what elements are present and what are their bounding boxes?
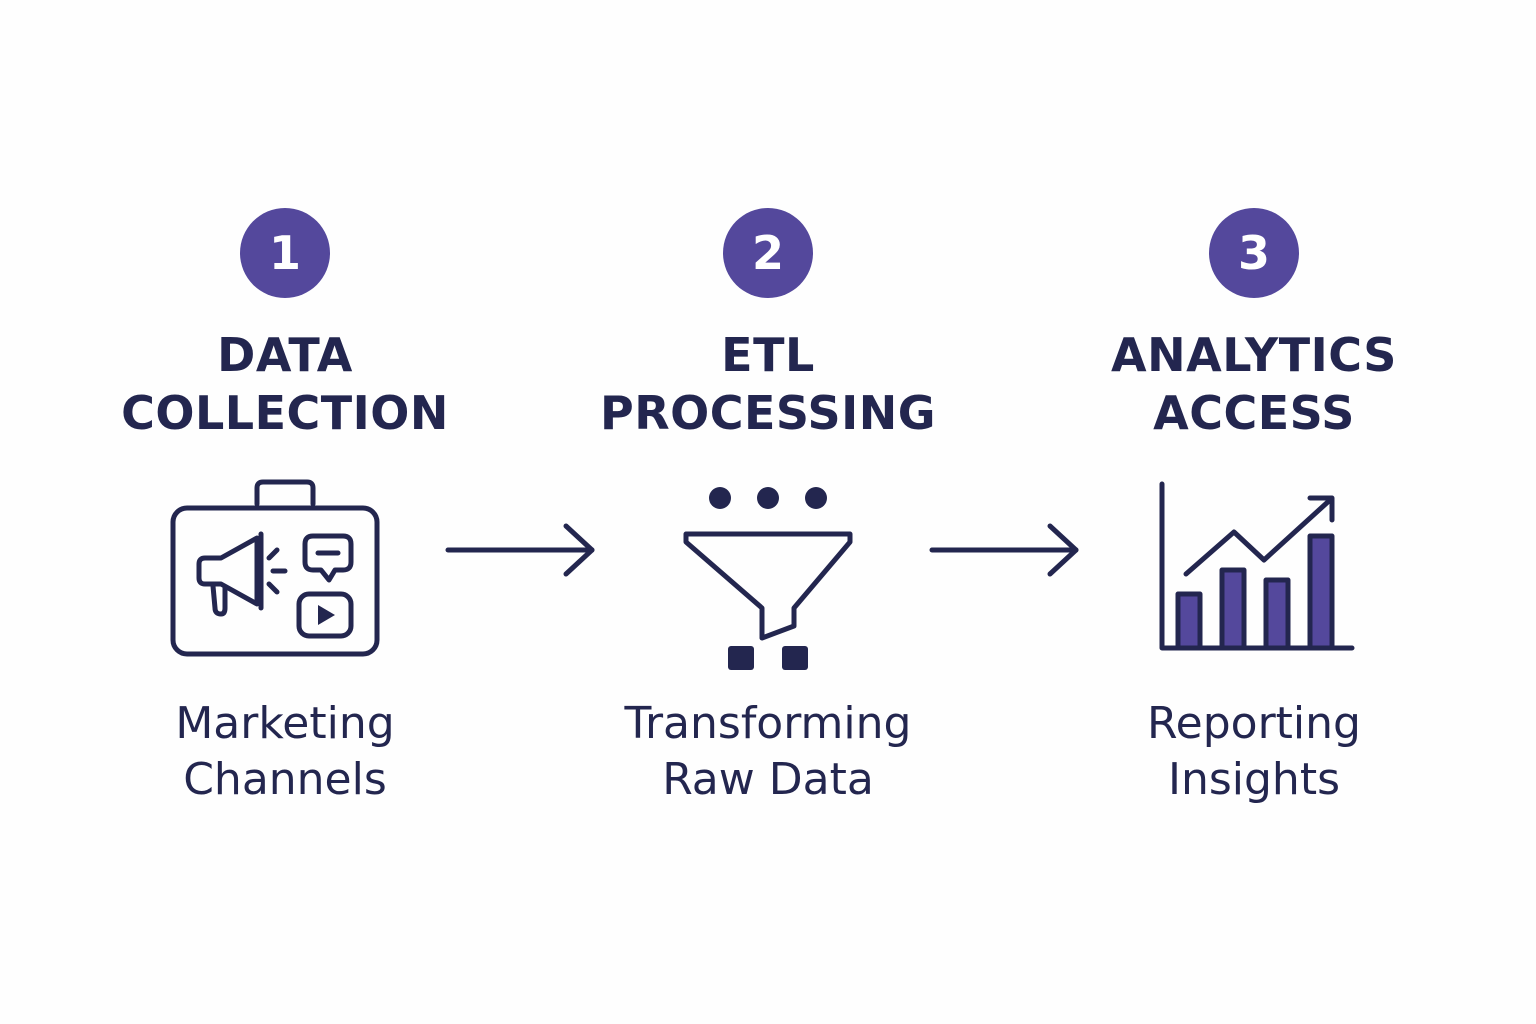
step-caption-line: Channels xyxy=(183,754,387,805)
briefcase-megaphone-icon xyxy=(170,479,380,657)
step-caption: Reporting Insights xyxy=(1147,696,1361,808)
step-caption: Marketing Channels xyxy=(175,696,394,808)
arrow-right-icon xyxy=(929,523,1079,577)
step-title-line: ETL xyxy=(721,328,815,382)
step-caption: Transforming Raw Data xyxy=(625,696,912,808)
step-title-line: ACCESS xyxy=(1153,386,1355,440)
arrow-right-icon xyxy=(445,523,595,577)
step-title: ETL PROCESSING xyxy=(600,326,936,446)
step-caption-line: Marketing xyxy=(175,698,395,749)
step-analytics-access: 3 ANALYTICS ACCESS Reporting Insights xyxy=(1044,208,1464,808)
step-etl-processing: 2 ETL PROCESSING Transforming Raw Data xyxy=(558,208,978,808)
funnel-icon xyxy=(683,487,853,670)
step-title: ANALYTICS ACCESS xyxy=(1111,326,1397,446)
bar-chart-trend-icon xyxy=(1159,481,1355,651)
step-number-badge: 2 xyxy=(723,208,813,298)
step-number-badge: 1 xyxy=(240,208,330,298)
step-title: DATA COLLECTION xyxy=(121,326,449,446)
step-title-line: DATA xyxy=(217,328,353,382)
step-number-badge: 3 xyxy=(1209,208,1299,298)
step-title-line: COLLECTION xyxy=(121,386,449,440)
step-caption-line: Reporting xyxy=(1147,698,1361,749)
step-title-line: ANALYTICS xyxy=(1111,328,1397,382)
step-title-line: PROCESSING xyxy=(600,386,936,440)
step-caption-line: Transforming xyxy=(624,698,912,749)
step-caption-line: Raw Data xyxy=(662,754,874,805)
step-caption-line: Insights xyxy=(1167,754,1340,805)
step-data-collection: 1 DATA COLLECTION xyxy=(75,208,495,808)
